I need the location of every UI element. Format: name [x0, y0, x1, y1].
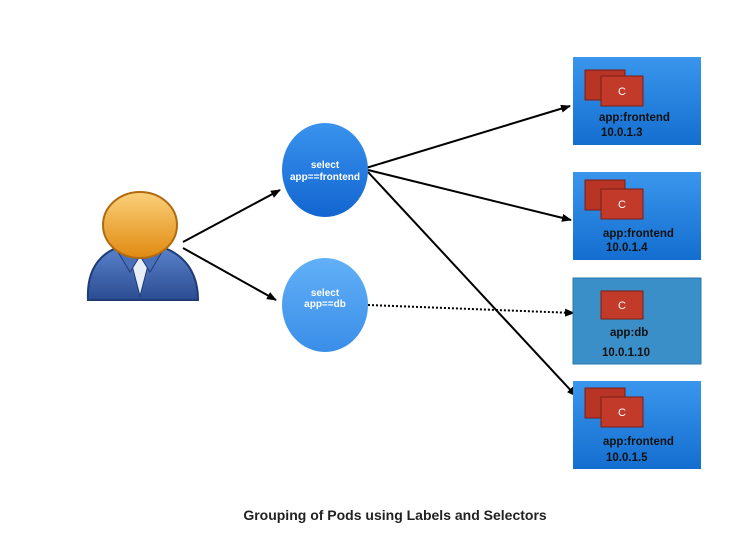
arrow-user-to-db-selector	[182, 247, 277, 301]
pod-3: C app:db 10.0.1.10	[572, 277, 702, 365]
pod-3-label: app:db	[610, 327, 648, 339]
pod-3-ip: 10.0.1.10	[602, 347, 650, 359]
pod-4-ip: 10.0.1.5	[606, 452, 648, 464]
selector-db: select app==db	[282, 258, 368, 352]
selector-db-line2: app==db	[304, 299, 346, 310]
arrow-frontend-to-pod-1	[365, 104, 571, 169]
pod-2-container-label: C	[618, 199, 626, 211]
selector-frontend: select app==frontend	[282, 123, 368, 217]
pod-1-container-label: C	[618, 86, 626, 98]
pod-1: C app:frontend 10.0.1.3	[573, 57, 701, 145]
diagram-caption: Grouping of Pods using Labels and Select…	[243, 507, 547, 523]
container-icon	[600, 188, 644, 220]
user-icon	[86, 191, 200, 301]
selector-db-line1: select	[311, 288, 340, 299]
arrow-frontend-to-pod-4	[367, 171, 577, 397]
pod-4-container-label: C	[618, 407, 626, 419]
pod-1-label: app:frontend	[599, 112, 670, 124]
arrow-user-to-frontend-selector	[182, 189, 281, 243]
pod-4-label: app:frontend	[603, 436, 674, 448]
container-icon	[600, 290, 644, 320]
pod-1-ip: 10.0.1.3	[601, 127, 643, 139]
container-icon	[600, 75, 644, 107]
pod-3-container-label: C	[618, 300, 626, 312]
pod-2: C app:frontend 10.0.1.4	[573, 172, 701, 260]
pod-2-ip: 10.0.1.4	[606, 242, 648, 254]
selector-frontend-line1: select	[311, 160, 340, 171]
selector-frontend-line2: app==frontend	[290, 172, 360, 183]
arrow-db-to-pod-3-dotted	[367, 304, 575, 317]
pod-2-label: app:frontend	[603, 228, 674, 240]
connectors	[182, 104, 577, 397]
arrow-frontend-to-pod-2	[367, 169, 572, 222]
container-icon	[600, 396, 644, 428]
pod-4: C app:frontend 10.0.1.5	[573, 381, 701, 469]
